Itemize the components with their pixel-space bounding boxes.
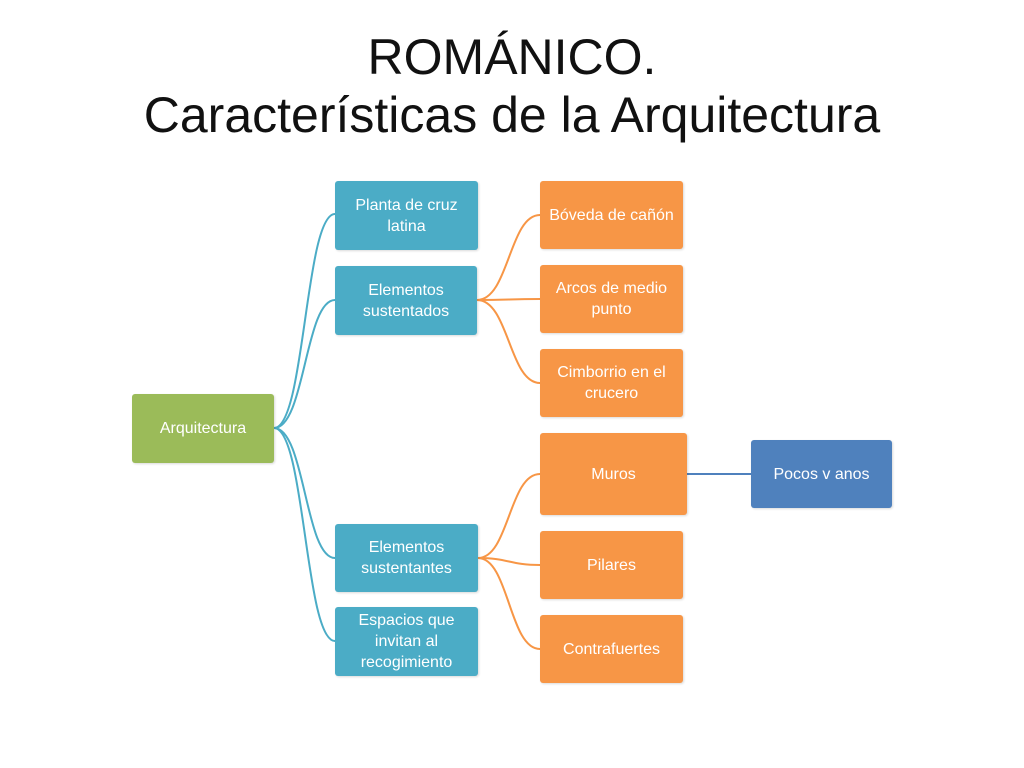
node-pilares: Pilares — [540, 531, 683, 599]
connector-root-sustentados — [273, 299, 336, 429]
node-boveda-canon: Bóveda de cañón — [540, 181, 683, 249]
node-sustentados-label: Elementos sustentados — [362, 281, 450, 320]
node-espacios-label: Espacios que invitan al recogimiento — [358, 612, 455, 671]
node-planta-label: Planta de cruz latina — [355, 196, 458, 235]
node-arquitectura: Arquitectura — [132, 394, 274, 463]
connector-root-espacios — [273, 427, 336, 642]
node-arcos-label: Arcos de medio punto — [555, 280, 668, 318]
node-muros: Muros — [540, 433, 687, 515]
node-muros-label: Muros — [591, 465, 636, 483]
node-boveda-label: Bóveda de cañón — [549, 206, 674, 224]
slide-title: ROMÁNICO. Características de la Arquitec… — [0, 28, 1024, 144]
node-contrafuertes-label: Contrafuertes — [563, 640, 660, 658]
node-pocos-vanos: Pocos v anos — [751, 440, 892, 508]
connector-sustentados-arcos — [476, 298, 541, 301]
node-pocos-label: Pocos v anos — [773, 465, 870, 483]
connector-root-planta — [273, 213, 336, 429]
node-espacios-recogimiento: Espacios que invitan al recogimiento — [335, 607, 478, 676]
node-cimborrio-crucero: Cimborrio en el crucero — [540, 349, 683, 417]
title-line-2: Características de la Arquitectura — [143, 87, 881, 143]
node-arquitectura-label: Arquitectura — [159, 420, 247, 437]
connector-root-sustentantes — [273, 427, 336, 559]
node-elementos-sustentantes: Elementos sustentantes — [335, 524, 478, 592]
node-contrafuertes: Contrafuertes — [540, 615, 683, 683]
connector-sustentados-cimborrio — [476, 299, 541, 384]
node-arcos-medio-punto: Arcos de medio punto — [540, 265, 683, 333]
connector-sustentantes-contrafuertes — [477, 557, 541, 650]
connector-sustentados-boveda — [476, 214, 541, 301]
node-elementos-sustentados: Elementos sustentados — [335, 266, 477, 335]
connector-sustentantes-pilares — [477, 557, 541, 566]
node-sustentantes-label: Elementos sustentantes — [361, 539, 452, 577]
node-cimborrio-label: Cimborrio en el crucero — [557, 364, 666, 402]
node-planta-cruz-latina: Planta de cruz latina — [335, 181, 478, 250]
title-line-1: ROMÁNICO. — [367, 29, 657, 85]
connector-sustentantes-muros — [477, 473, 541, 559]
node-pilares-label: Pilares — [587, 556, 636, 574]
